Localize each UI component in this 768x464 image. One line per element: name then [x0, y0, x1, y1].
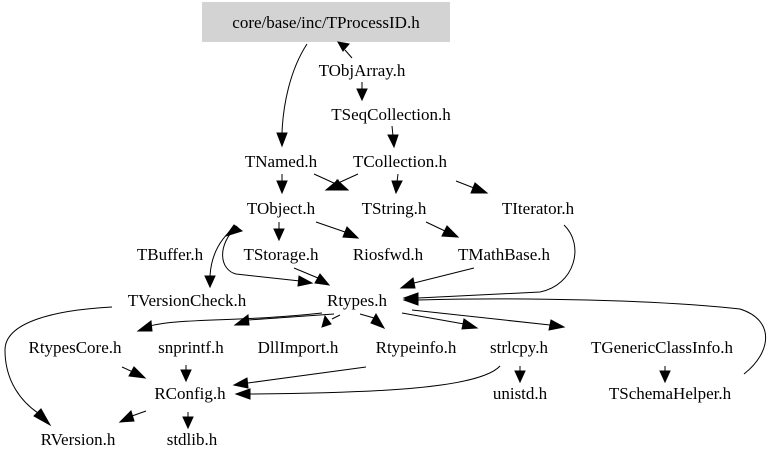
- node-tstring[interactable]: TString.h: [362, 199, 427, 218]
- arrowhead-tcollection: [387, 134, 399, 149]
- edge-tcollection-tobject: [335, 173, 359, 185]
- edge-tobject-rtypes: [222, 225, 301, 282]
- edge-tmathbase-rtypes: [413, 267, 475, 284]
- node-dllimport[interactable]: DllImport.h: [258, 338, 339, 357]
- arrowhead-stdlib: [182, 416, 194, 430]
- node-rtypescore[interactable]: RtypesCore.h: [28, 338, 122, 357]
- node-rtypeinfo[interactable]: Rtypeinfo.h: [376, 338, 457, 357]
- node-tseqcollection[interactable]: TSeqCollection.h: [331, 105, 451, 124]
- arrowhead-rtypes-from-tmathbase: [399, 277, 416, 289]
- node-tschemahelper[interactable]: TSchemaHelper.h: [609, 384, 732, 403]
- edge-rconfig-rversion: [131, 410, 147, 417]
- edge-titerator-rtypes: [417, 224, 576, 299]
- edge-tversioncheck-rversion: [4, 306, 113, 414]
- edge-tobject-tversioncheck: [209, 225, 237, 277]
- arrowhead-tobject-from-tcollection: [324, 179, 343, 191]
- edge-tstorage-rtypes: [293, 267, 319, 279]
- edge-tcollection-titerator: [455, 180, 475, 189]
- arrowhead-titerator: [470, 182, 489, 194]
- arrowhead-rversion-from-rconfig: [118, 410, 135, 423]
- arrowhead-rtypeinfo: [370, 312, 386, 329]
- node-tgenericclassinfo[interactable]: TGenericClassInfo.h: [591, 338, 734, 357]
- arrowhead-rtypes-from-tstorage: [314, 273, 331, 286]
- edge-root-tnamed: [281, 43, 308, 134]
- arrowhead-tstring-from-tcollection: [391, 180, 403, 195]
- nodes: core/base/inc/TProcessID.h TObjArray.h T…: [28, 13, 733, 449]
- arrowhead-unistd: [514, 370, 526, 384]
- arrowhead-tnamed: [276, 132, 288, 148]
- arrowhead-tgenericclassinfo: [548, 319, 566, 331]
- arrowhead-rtypes-from-tobject: [297, 275, 314, 287]
- edge-rtypes-rtypeinfo: [359, 313, 375, 319]
- arrowhead-rconfig-from-snprintf: [180, 369, 192, 383]
- root-node-box: [202, 2, 450, 42]
- arrowhead-dllimport: [321, 314, 332, 328]
- arrowhead-strlcpy: [461, 318, 479, 330]
- edge-strlcpy-rconfig: [249, 365, 501, 395]
- node-tnamed[interactable]: TNamed.h: [245, 152, 318, 171]
- node-titerator[interactable]: TIterator.h: [502, 199, 575, 218]
- arrowhead-tstorage: [273, 228, 285, 242]
- edges: [4, 41, 766, 430]
- edge-tstring-tmathbase: [425, 221, 446, 232]
- edge-tnamed-tstring: [313, 173, 337, 185]
- arrowhead-rconfig-from-strlcpy: [234, 388, 251, 400]
- edge-tschemahelper-rtypes: [417, 298, 766, 375]
- arrowhead-tbuffer: [224, 224, 244, 237]
- arrowhead-snprintf: [233, 314, 250, 326]
- node-rversion[interactable]: RVersion.h: [41, 430, 116, 449]
- edge-tobject-riosfwd: [315, 221, 346, 233]
- arrowhead-rversion: [33, 408, 52, 427]
- node-strlcpy[interactable]: strlcpy.h: [490, 338, 548, 357]
- node-tstorage[interactable]: TStorage.h: [243, 245, 319, 264]
- arrowhead-tschemahelper: [659, 370, 671, 384]
- edge-rtypes-tgenericclassinfo: [411, 309, 551, 326]
- node-tbuffer[interactable]: TBuffer.h: [137, 245, 204, 264]
- node-tcollection[interactable]: TCollection.h: [353, 152, 447, 171]
- node-root[interactable]: core/base/inc/TProcessID.h: [232, 13, 420, 32]
- arrowhead-rconfig-from-rtypeinfo: [232, 377, 249, 389]
- node-rtypes[interactable]: Rtypes.h: [327, 291, 387, 310]
- node-tobject[interactable]: TObject.h: [247, 199, 316, 218]
- node-riosfwd[interactable]: Riosfwd.h: [353, 245, 424, 264]
- node-snprintf[interactable]: snprintf.h: [158, 338, 224, 357]
- node-tversioncheck[interactable]: TVersionCheck.h: [128, 291, 247, 310]
- arrowhead-root: [337, 41, 350, 52]
- edge-rtypes-snprintf: [247, 313, 335, 321]
- edge-rtypeinfo-rconfig: [247, 366, 367, 384]
- node-unistd[interactable]: unistd.h: [493, 384, 548, 403]
- arrowhead-tversioncheck: [204, 275, 216, 289]
- arrowhead-tseqcollection: [356, 88, 368, 102]
- arrowhead-rtypescore: [136, 320, 153, 332]
- arrowhead-rtypes-from-tschemahelper: [402, 294, 419, 306]
- node-tobjarray[interactable]: TObjArray.h: [319, 61, 406, 80]
- edge-rtypes-rtypescore: [149, 312, 323, 327]
- edge-tseqcollection-tcollection: [391, 125, 394, 137]
- edge-rtypes-dllimport: [331, 314, 341, 320]
- edge-tobjarray-root: [344, 49, 353, 59]
- arrowhead-rconfig-from-rtypescore: [128, 366, 147, 379]
- arrowhead-tmathbase: [441, 225, 460, 238]
- arrowhead-tobject-from-tnamed: [276, 180, 288, 195]
- node-rconfig[interactable]: RConfig.h: [154, 384, 226, 403]
- node-stdlib[interactable]: stdlib.h: [167, 430, 218, 449]
- arrowhead-riosfwd: [342, 226, 360, 239]
- node-tmathbase[interactable]: TMathBase.h: [458, 245, 551, 264]
- edge-rtypes-strlcpy: [401, 312, 465, 325]
